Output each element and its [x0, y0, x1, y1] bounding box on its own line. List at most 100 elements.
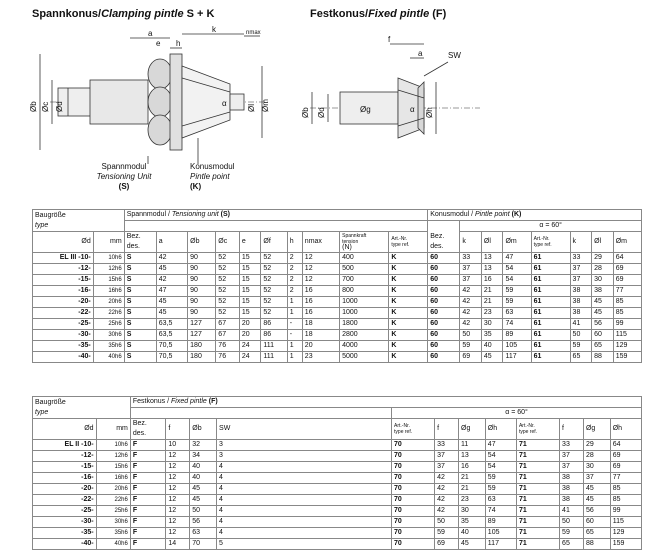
col-b-2: Øb [189, 418, 218, 440]
table-cell: 30h6 [95, 516, 131, 528]
table-cell: 69 [459, 351, 482, 363]
table-cell: 65 [569, 351, 593, 363]
table-cell: 129 [612, 340, 643, 352]
col-f-2: f [165, 418, 191, 440]
dim-nmax-label: nmax [246, 30, 261, 36]
table-cell: 10 [165, 439, 191, 451]
table-cell: 12 [165, 461, 191, 473]
table-cell: 45 [155, 296, 189, 308]
col-artnr-2: Art.-Nr.type ref. [530, 231, 571, 253]
dim-m-label: Øm [261, 99, 270, 112]
dim-g-label: Øg [360, 105, 371, 114]
table-cell: 63 [484, 494, 517, 506]
row-type: -25- [32, 505, 97, 517]
od-header: Ød [32, 231, 94, 253]
table-cell: F [129, 527, 167, 539]
col-g-1: Øg [458, 418, 486, 440]
table-cell: F [129, 472, 167, 484]
tensioning-unit-label: Spannmodul Tensioning Unit (S) [96, 162, 152, 191]
clamping-pintle-drawing: a e h k nmax α Øb Øc Ød Øl Øm [30, 26, 270, 164]
table-cell: 52 [260, 296, 288, 308]
table-cell: 70 [391, 483, 436, 495]
table-cell: 61 [530, 296, 571, 308]
table-cell: 12 [165, 505, 191, 517]
table-cell: 20 [238, 329, 262, 341]
col-f-3: f [434, 418, 460, 440]
table-cell: 38 [569, 285, 593, 297]
col-f: Øf [260, 231, 288, 253]
table-cell: 15 [238, 285, 262, 297]
table-cell: 60 [582, 516, 611, 528]
table-cell: 50 [189, 505, 218, 517]
table-cell: 50 [559, 516, 584, 528]
table-cell: 38 [559, 494, 584, 506]
table-cell: 61 [530, 285, 571, 297]
table-cell: 2 [286, 274, 303, 286]
table-cell: 45 [480, 351, 504, 363]
col-artnr-1: Art.-Nr.type ref. [388, 231, 429, 253]
table-cell: 70 [391, 538, 436, 550]
table-cell: 20h6 [92, 296, 125, 308]
table-cell: 88 [582, 538, 611, 550]
table-cell: 42 [459, 285, 482, 297]
table-cell: F [129, 494, 167, 506]
table-cell: 33 [459, 252, 482, 264]
table-cell: 71 [515, 483, 561, 495]
dim-b-label: Øb [30, 101, 38, 112]
table-cell: 40 [458, 527, 486, 539]
table-cell: 88 [591, 351, 614, 363]
table-cell: 111 [260, 340, 288, 352]
table-cell: 86 [260, 318, 288, 330]
table-cell: F [129, 538, 167, 550]
table-cell: 16 [301, 285, 341, 297]
table-cell: 35h6 [95, 527, 131, 539]
table-cell: 70 [391, 472, 436, 484]
table-cell: 21 [480, 285, 504, 297]
table-cell: 56 [591, 318, 614, 330]
table-cell: 105 [502, 340, 532, 352]
row-type: -12- [32, 263, 94, 275]
table-cell: 52 [260, 285, 288, 297]
table-cell: - [286, 318, 303, 330]
table-cell: 42 [434, 483, 460, 495]
col-artnr-4: Art.-Nr.type ref. [515, 418, 561, 440]
table-cell: 63,5 [155, 329, 189, 341]
table-cell: 16h6 [95, 472, 131, 484]
table-cell: 115 [609, 516, 643, 528]
table-cell: 37 [569, 263, 593, 275]
table-cell: 59 [484, 483, 517, 495]
table-cell: 61 [530, 307, 571, 319]
dim-b-right-label: Øb [301, 107, 310, 118]
table-cell: 127 [187, 318, 217, 330]
table-cell: 61 [530, 340, 571, 352]
mm-header-2: mm [95, 418, 131, 440]
table-cell: 52 [215, 252, 240, 264]
table-cell: 63 [502, 307, 532, 319]
table-cell: 20 [301, 340, 341, 352]
table-cell: 42 [434, 505, 460, 517]
table-cell: 63 [189, 527, 218, 539]
table-cell: 90 [187, 307, 217, 319]
table-cell: 24 [238, 340, 262, 352]
col-a: a [155, 231, 189, 253]
table-cell: 70 [391, 527, 436, 539]
table-cell: 67 [215, 329, 240, 341]
dim-k-label: k [212, 26, 217, 34]
table-cell: 37 [559, 450, 584, 462]
row-type: -40- [32, 351, 94, 363]
table-cell: 23 [480, 307, 504, 319]
table-cell: 69 [612, 263, 643, 275]
table-cell: 71 [515, 450, 561, 462]
table-cell: 30 [480, 318, 504, 330]
table-cell: 35h6 [92, 340, 125, 352]
table-cell: 59 [559, 527, 584, 539]
table-cell: 69 [609, 450, 643, 462]
